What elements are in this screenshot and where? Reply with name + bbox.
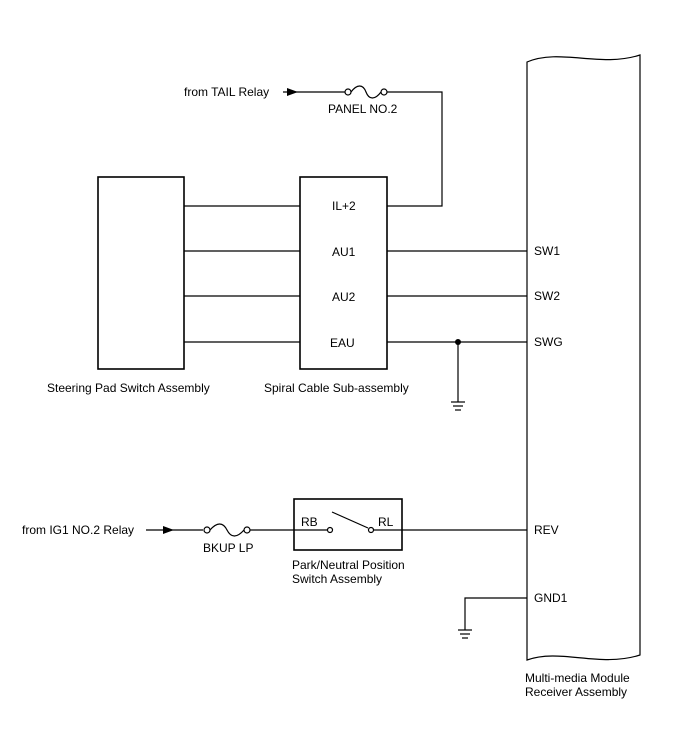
terminal-il2: IL+2 [332,199,356,213]
arrow-ig1-relay [163,526,174,534]
label-fuse-bkup: BKUP LP [203,541,253,555]
fuse-panel-symbol [344,85,388,99]
label-ig1-relay: from IG1 NO.2 Relay [22,523,134,537]
fuse-bkup-symbol [203,523,251,537]
arrow-tail-relay [287,88,298,96]
switch-contact-symbol [294,511,402,534]
terminal-au2: AU2 [332,290,356,304]
terminal-rl: RL [378,515,394,529]
label-spiral-cable: Spiral Cable Sub-assembly [264,381,409,395]
ground-symbol-swg [451,401,465,411]
terminal-eau: EAU [330,336,355,350]
terminal-rev: REV [534,523,559,537]
label-steering-pad: Steering Pad Switch Assembly [47,381,210,395]
wire-il2-panel [386,91,443,207]
park-neutral-switch-box [293,498,403,551]
terminal-rb: RB [301,515,318,529]
terminal-swg: SWG [534,335,563,349]
wire-gnd1 [464,597,527,630]
label-tail-relay: from TAIL Relay [184,85,269,99]
ground-symbol-gnd1 [458,629,472,639]
terminal-gnd1: GND1 [534,591,568,605]
label-receiver-line2: Receiver Assembly [525,685,627,699]
label-fuse-panel: PANEL NO.2 [328,102,398,116]
label-park-neutral-line1: Park/Neutral Position [292,558,405,572]
terminal-sw2: SW2 [534,289,560,303]
terminal-au1: AU1 [332,245,356,259]
spiral-cable-box [299,176,388,370]
steering-pad-switch-box [97,176,185,370]
terminal-sw1: SW1 [534,244,560,258]
label-park-neutral-line2: Switch Assembly [292,572,382,586]
receiver-assembly-box [526,54,641,661]
label-receiver-line1: Multi-media Module [525,671,630,685]
